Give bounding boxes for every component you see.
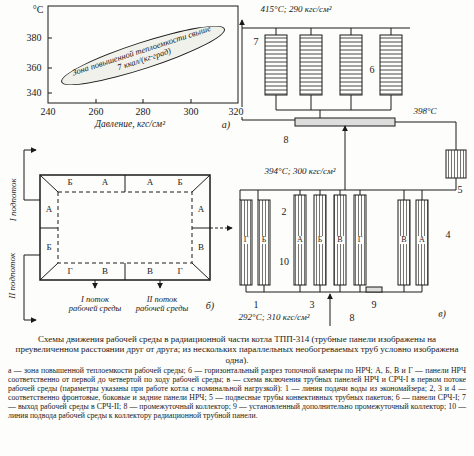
drawing-stroke bbox=[24, 255, 40, 320]
callout-label: Давление, кгс/см² bbox=[94, 120, 166, 130]
callout-label: 240 bbox=[40, 107, 57, 118]
callout-label: Г bbox=[66, 267, 73, 276]
callout-label: А bbox=[418, 236, 426, 244]
radiant-section bbox=[240, 20, 466, 326]
drawing-stroke bbox=[398, 200, 410, 285]
callout-label: 4 bbox=[445, 230, 452, 241]
chart-axes bbox=[48, 6, 238, 103]
drawing-stroke bbox=[242, 120, 295, 121]
callout-label: 280 bbox=[135, 107, 152, 118]
callout-label: 10 bbox=[278, 257, 290, 268]
drawing-stroke bbox=[40, 175, 210, 280]
drawing-stroke bbox=[48, 6, 238, 103]
drawing-stroke bbox=[366, 287, 382, 292]
drawing-stroke bbox=[40, 175, 210, 280]
drawing-stroke bbox=[258, 200, 270, 285]
drawing-stroke bbox=[240, 200, 252, 285]
callout-label: А bbox=[101, 178, 110, 187]
callout-label: А bbox=[45, 205, 54, 214]
zone-band: Зона повышенной теплоемкости свыше 7 кка… bbox=[57, 16, 229, 95]
drawing-stroke bbox=[314, 195, 326, 285]
drawing-stroke bbox=[295, 118, 395, 126]
drawing-stroke bbox=[160, 280, 161, 288]
callout-label: А bbox=[146, 178, 155, 187]
drawing-stroke bbox=[354, 195, 366, 285]
callout-label: I поток рабочей среды bbox=[65, 295, 125, 313]
zone-text: Зона повышенной теплоемкости свыше 7 кка… bbox=[71, 24, 216, 87]
drawing-stroke bbox=[246, 285, 422, 292]
callout-label: Г bbox=[176, 267, 183, 276]
callout-label: 260 bbox=[88, 107, 105, 118]
drawing-stroke bbox=[446, 150, 466, 178]
drawing-stroke bbox=[24, 150, 40, 200]
drawing-stroke bbox=[340, 35, 362, 95]
callout-label: 9 bbox=[371, 300, 378, 311]
callout-label: 2 bbox=[281, 207, 288, 218]
callout-label: А bbox=[197, 205, 206, 214]
callout-label: 3 bbox=[309, 300, 316, 311]
drawing-stroke bbox=[240, 178, 456, 200]
callout-label: Б bbox=[317, 236, 324, 244]
callout-label: В bbox=[146, 267, 154, 276]
callout-label: II поток рабочей среды bbox=[132, 295, 192, 313]
callout-label: 8 bbox=[349, 313, 356, 324]
drawing-stroke bbox=[40, 175, 210, 280]
drawing-stroke bbox=[276, 95, 391, 118]
callout-label: 6 bbox=[369, 65, 376, 76]
callout-label: 7 bbox=[253, 37, 260, 48]
callout-label: 5 bbox=[457, 185, 464, 196]
callout-label: 320 bbox=[228, 107, 245, 118]
flow-scheme bbox=[24, 150, 232, 320]
callout-label: Б bbox=[45, 243, 52, 252]
drawing-stroke bbox=[265, 35, 287, 95]
drawing-stroke bbox=[95, 280, 96, 288]
drawing-stroke bbox=[242, 28, 410, 35]
callout-label: 360 bbox=[26, 63, 43, 74]
callout-label: в) bbox=[437, 309, 447, 320]
callout-label: Б bbox=[176, 178, 183, 187]
callout-label: I подпоток bbox=[8, 178, 17, 223]
callout-label: 415°С; 290 кгс/см² bbox=[260, 5, 333, 14]
callout-label: а) bbox=[221, 120, 231, 131]
drawing-stroke bbox=[330, 294, 331, 326]
callout-label: б) bbox=[205, 301, 215, 312]
callout-label: Б bbox=[66, 178, 73, 187]
caption-legend: а — зона повышенной теплоемкости рабочей… bbox=[8, 367, 466, 421]
callout-label: А bbox=[296, 236, 304, 244]
drawing-stroke bbox=[334, 195, 346, 285]
callout-label: 292°С; 310 кгс/см² bbox=[238, 313, 311, 322]
drawing-stroke bbox=[58, 192, 192, 263]
callout-label: Г bbox=[243, 236, 250, 244]
callout-label: 340 bbox=[26, 88, 43, 99]
callout-label: В bbox=[400, 236, 407, 244]
callout-label: 300 bbox=[183, 107, 200, 118]
drawing-stroke bbox=[300, 35, 322, 95]
callout-label: В bbox=[101, 267, 109, 276]
drawing-stroke bbox=[242, 20, 243, 120]
callout-label: В bbox=[197, 243, 205, 252]
callout-label: II подпоток bbox=[8, 252, 17, 300]
drawing-stroke bbox=[345, 126, 346, 190]
callout-label: °С bbox=[32, 5, 45, 16]
drawing-stroke bbox=[395, 122, 456, 150]
callout-label: 380 bbox=[26, 33, 43, 44]
drawing-stroke bbox=[210, 228, 232, 229]
callout-label: Б bbox=[261, 236, 268, 244]
callout-label: 394°С; 300 кгс/см² bbox=[264, 167, 337, 176]
callout-label: 8 bbox=[283, 135, 290, 146]
drawing-stroke bbox=[380, 35, 402, 95]
callout-label: Г bbox=[357, 236, 364, 244]
caption-heading: Схемы движения рабочей среды в радиацион… bbox=[8, 334, 466, 365]
callout-label: 398°С bbox=[412, 107, 437, 116]
callout-label: В bbox=[336, 236, 343, 244]
callout-label: 1 bbox=[253, 300, 260, 311]
drawing-stroke bbox=[416, 200, 428, 285]
drawing-stroke bbox=[294, 195, 306, 285]
